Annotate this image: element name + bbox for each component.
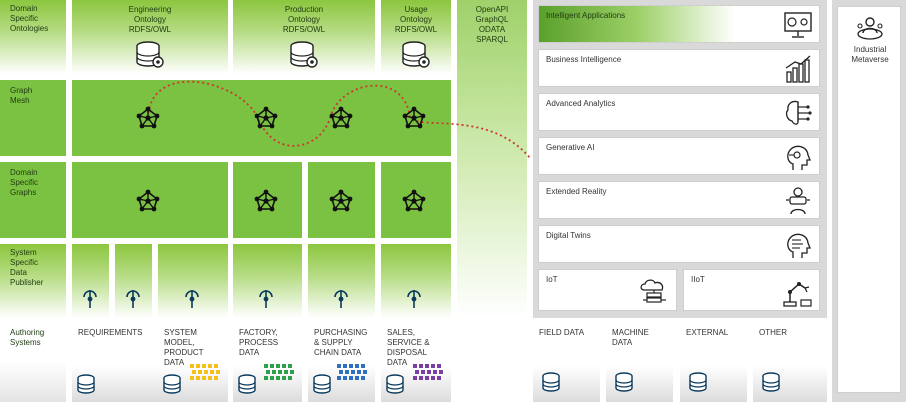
domain-graph-icon (135, 188, 161, 213)
authoring-system-label: SYSTEM MODEL, PRODUCT DATA (164, 328, 204, 367)
app-card-label: IoT (546, 275, 558, 284)
domain-graph-icon (401, 188, 427, 213)
row-graph-mesh: Graph Mesh (0, 80, 66, 156)
metaverse-label: Industrial Metaverse (851, 45, 889, 64)
bar-chart-icon (785, 55, 811, 83)
data-source-label: FIELD DATA (539, 328, 585, 337)
mesh-graph-icon (328, 105, 354, 130)
database-icon (541, 372, 561, 394)
app-card-iiot[interactable]: IIoT (683, 269, 820, 311)
publisher-box-3 (158, 244, 228, 318)
domain-graph-icon (253, 188, 279, 213)
publisher-icon (334, 289, 348, 309)
data-source-label: EXTERNAL (686, 328, 729, 337)
data-source-box: EXTERNAL (680, 322, 747, 402)
brain-circuit-icon (785, 100, 812, 125)
publisher-icon (259, 289, 273, 309)
app-card-extended-reality[interactable]: Extended Reality (538, 181, 820, 219)
database-icon (237, 374, 257, 396)
robot-arm-icon (783, 282, 812, 307)
app-card-label: Advanced Analytics (546, 99, 616, 108)
publisher-box-4 (233, 244, 302, 318)
data-pattern-icon (413, 364, 445, 384)
database-icon (614, 372, 634, 394)
row-domain-graphs: Domain Specific Graphs (0, 162, 66, 238)
database-icon (761, 372, 781, 394)
app-card-generative-ai[interactable]: Generative AI (538, 137, 820, 175)
data-pattern-icon (190, 364, 222, 384)
data-source-box: MACHINE DATA (606, 322, 673, 402)
authoring-system-box: SYSTEM MODEL, PRODUCT DATA (158, 322, 228, 402)
data-source-label: MACHINE DATA (612, 328, 649, 347)
usage-ontology-label: Usage Ontology RDFS/OWL (394, 5, 438, 34)
app-card-advanced-analytics[interactable]: Advanced Analytics (538, 93, 820, 131)
mesh-graph-icon (135, 105, 161, 130)
authoring-system-box: SALES, SERVICE & DISPOSAL DATA (381, 322, 451, 402)
app-card-label: IIoT (691, 275, 705, 284)
dashboard-monitor-icon (784, 12, 812, 38)
database-gear-icon (136, 41, 164, 68)
publisher-icon (185, 289, 199, 309)
publisher-icon (126, 289, 140, 309)
database-gear-icon (402, 41, 430, 68)
metaverse-card[interactable]: Industrial Metaverse (837, 6, 901, 393)
authoring-system-box: PURCHASING & SUPPLY CHAIN DATA (308, 322, 375, 402)
app-card-label: Extended Reality (546, 187, 607, 196)
authoring-system-label: FACTORY, PROCESS DATA (239, 328, 279, 357)
domain-graph-icon (328, 188, 354, 213)
database-icon (76, 374, 96, 396)
mesh-graph-icon (253, 105, 279, 130)
metaverse-panel: Industrial Metaverse (832, 0, 906, 402)
authoring-system-box: FACTORY, PROCESS DATA (233, 322, 302, 402)
ai-head-icon (787, 145, 811, 170)
cloud-server-icon (640, 279, 666, 303)
publisher-icon (83, 289, 97, 309)
engineering-ontology-label: Engineering Ontology RDFS/OWL (128, 5, 172, 34)
database-icon (312, 374, 332, 396)
people-group-icon (857, 17, 883, 40)
usage-ontology-box: Usage Ontology RDFS/OWL (381, 0, 451, 74)
data-pattern-icon (264, 364, 296, 384)
api-column: OpenAPI GraphQL ODATA SPARQL (457, 0, 527, 318)
publisher-box-6 (381, 244, 451, 318)
database-gear-icon (290, 41, 318, 68)
graph-mesh-connection (147, 80, 531, 159)
publisher-icon (407, 289, 421, 309)
database-icon (688, 372, 708, 394)
data-source-box: FIELD DATA (533, 322, 600, 402)
app-card-label: Business Intelligence (546, 55, 622, 64)
app-card-label: Generative AI (546, 143, 595, 152)
graph-mesh-band (72, 80, 451, 156)
app-card-business-intelligence[interactable]: Business Intelligence (538, 49, 820, 87)
data-pattern-icon (337, 364, 369, 384)
app-card-intelligent-applications[interactable]: Intelligent Applications (538, 5, 820, 43)
authoring-system-label: SALES, SERVICE & DISPOSAL DATA (387, 328, 430, 367)
row-publisher: System Specific Data Publisher (0, 244, 66, 318)
digital-head-icon (787, 233, 811, 258)
row-authoring: Authoring Systems (0, 322, 66, 402)
app-card-iot[interactable]: IoT (538, 269, 677, 311)
data-source-box: OTHER (753, 322, 827, 402)
app-card-label: Digital Twins (546, 231, 591, 240)
app-card-label: Intelligent Applications (546, 11, 626, 20)
row-domain-ontologies: Domain Specific Ontologies (0, 0, 66, 74)
production-ontology-box: Production Ontology RDFS/OWL (233, 0, 375, 74)
database-icon (385, 374, 405, 396)
data-source-label: OTHER (759, 328, 787, 337)
engineering-ontology-box: Engineering Ontology RDFS/OWL (72, 0, 228, 74)
api-label: OpenAPI GraphQL ODATA SPARQL (475, 5, 509, 44)
authoring-system-label: REQUIREMENTS (78, 328, 143, 337)
mesh-graph-icon (401, 105, 427, 130)
vr-headset-icon (786, 187, 810, 215)
app-card-digital-twins[interactable]: Digital Twins (538, 225, 820, 263)
production-ontology-label: Production Ontology RDFS/OWL (282, 5, 326, 34)
authoring-system-label: PURCHASING & SUPPLY CHAIN DATA (314, 328, 368, 357)
database-icon (162, 374, 182, 396)
